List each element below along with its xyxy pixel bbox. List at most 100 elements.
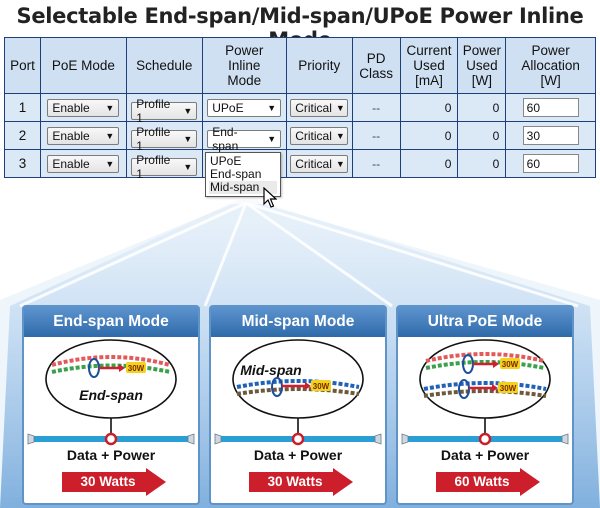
- poe-mode-select[interactable]: Enable ▼: [47, 98, 120, 117]
- port-cell: 1: [4, 93, 41, 122]
- schedule-cell: Profile 1▼: [125, 149, 203, 181]
- priority-select[interactable]: Critical▼: [290, 154, 349, 173]
- pd-class-cell: --: [351, 149, 401, 178]
- power-arrow: 30 Watts: [249, 468, 353, 496]
- header-text: Inline: [228, 58, 261, 73]
- priority-select[interactable]: Critical▼: [290, 126, 349, 145]
- inline-mode-cell: End-span▼: [201, 121, 287, 153]
- select-value: Enable: [52, 156, 90, 171]
- select-value: Critical: [295, 128, 332, 143]
- allocation-cell: 60: [505, 149, 596, 178]
- header-text: Priority: [298, 58, 341, 73]
- wattage-tag: 30W: [500, 384, 517, 393]
- cable-icon: 30W End-span: [27, 339, 195, 446]
- select-value: Enable: [52, 100, 90, 115]
- header-text: [mA]: [415, 73, 443, 88]
- poe-port-table: Port PoE Mode Schedule Power Inline Mode…: [4, 37, 596, 181]
- panel-title: Ultra PoE Mode: [398, 307, 572, 337]
- cable-label: Mid-span: [240, 362, 301, 378]
- power-arrow-icon: [436, 468, 540, 496]
- inline-mode-select[interactable]: UPoE ▼: [207, 98, 282, 117]
- power-used-cell: 0: [457, 93, 507, 122]
- pd-class-cell: --: [351, 93, 401, 122]
- header-text: [W]: [471, 73, 492, 88]
- end-span-panel: End-span Mode 30W End-span Data + Power …: [22, 305, 200, 505]
- table-row: 3 Enable▼ Profile 1▼ Critical▼ -- 0 0 60: [4, 149, 596, 181]
- select-value: Enable: [52, 128, 90, 143]
- select-value: Critical: [295, 156, 332, 171]
- panel-title: Mid-span Mode: [211, 307, 385, 337]
- cable-icon: 30W 30W: [401, 339, 569, 446]
- priority-select[interactable]: Critical▼: [290, 98, 349, 117]
- current-used-cell: 0: [399, 121, 459, 150]
- power-used-cell: 0: [457, 149, 507, 178]
- chevron-down-icon: ▼: [183, 161, 193, 172]
- inline-mode-select[interactable]: End-span▼: [207, 125, 282, 153]
- select-value: Profile 1: [136, 124, 171, 153]
- chevron-down-icon: ▼: [267, 133, 277, 144]
- header-text: Class: [359, 65, 393, 81]
- port-cell: 3: [4, 149, 41, 178]
- inline-mode-cell: UPoE ▼: [201, 93, 287, 122]
- header-text: Mode: [227, 73, 262, 88]
- chevron-down-icon: ▼: [335, 158, 345, 169]
- current-used-cell: 0: [399, 93, 459, 122]
- col-header-schedule: Schedule: [125, 37, 203, 94]
- power-arrow: 30 Watts: [62, 468, 166, 496]
- col-header-power-allocation: Power Allocation [W]: [505, 37, 596, 94]
- select-value: Profile 1: [136, 96, 171, 125]
- power-arrow-icon: [249, 468, 353, 496]
- header-text: Allocation: [521, 58, 580, 73]
- col-header-poe-mode: PoE Mode: [39, 37, 127, 94]
- schedule-select[interactable]: Profile 1 ▼: [131, 97, 198, 125]
- col-header-port: Port: [4, 37, 41, 94]
- watts-label: 30 Watts: [267, 474, 323, 489]
- chevron-down-icon: ▼: [335, 102, 345, 113]
- table-row: 1 Enable▼ Profile 1▼ UPoE▼ Critical▼ -- …: [4, 93, 596, 125]
- select-value: UPoE: [212, 100, 244, 115]
- select-value: Critical: [295, 100, 332, 115]
- header-text: Used: [413, 58, 445, 73]
- chevron-down-icon: ▼: [267, 102, 277, 113]
- power-allocation-input[interactable]: 60: [522, 154, 579, 173]
- schedule-select[interactable]: Profile 1 ▼: [131, 125, 198, 153]
- mid-span-panel: Mid-span Mode Mid-span 30W Data + Power …: [209, 305, 387, 505]
- power-allocation-input[interactable]: 30: [522, 126, 579, 145]
- header-text: Power: [225, 43, 264, 58]
- dropdown-option-upoe[interactable]: UPoE: [210, 154, 242, 168]
- col-header-inline-mode: Power Inline Mode: [201, 37, 287, 94]
- inline-mode-dropdown-list[interactable]: UPoE End-span Mid-span: [205, 152, 281, 197]
- data-power-caption: Data + Power: [253, 447, 343, 463]
- chevron-down-icon: ▼: [105, 130, 115, 141]
- mouse-pointer-icon: [263, 187, 277, 208]
- chevron-down-icon: ▼: [105, 102, 115, 113]
- poe-mode-select[interactable]: Enable ▼: [47, 154, 120, 173]
- power-allocation-input[interactable]: 60: [522, 98, 579, 117]
- data-power-caption: Data + Power: [66, 447, 156, 463]
- col-header-pd-class: PD Class: [351, 37, 401, 94]
- header-text: PoE Mode: [51, 58, 115, 73]
- priority-cell: Critical▼: [285, 93, 353, 122]
- chevron-down-icon: ▼: [105, 158, 115, 169]
- chevron-down-icon: ▼: [335, 130, 345, 141]
- cable-icon: Mid-span 30W: [214, 339, 382, 446]
- chevron-down-icon: ▼: [183, 105, 193, 116]
- schedule-select[interactable]: Profile 1▼: [131, 153, 198, 181]
- schedule-cell: Profile 1 ▼: [125, 93, 203, 125]
- col-header-priority: Priority: [285, 37, 353, 94]
- poe-mode-cell: Enable ▼: [39, 93, 127, 122]
- dropdown-option-end-span[interactable]: End-span: [210, 167, 262, 181]
- header-text: Power: [462, 43, 502, 58]
- poe-mode-select[interactable]: Enable ▼: [47, 126, 120, 145]
- chevron-down-icon: ▼: [183, 133, 193, 144]
- pd-class-cell: --: [351, 121, 401, 150]
- header-row: Port PoE Mode Schedule Power Inline Mode…: [4, 37, 596, 94]
- dropdown-option-mid-span[interactable]: Mid-span: [209, 181, 277, 194]
- wattage-tag: 30W: [502, 360, 519, 369]
- data-power-caption: Data + Power: [440, 447, 530, 463]
- power-arrow-icon: [62, 468, 166, 496]
- cable-label: End-span: [79, 387, 143, 403]
- header-text: Power: [531, 43, 570, 58]
- header-text: Current: [406, 43, 452, 58]
- current-used-cell: 0: [399, 149, 459, 178]
